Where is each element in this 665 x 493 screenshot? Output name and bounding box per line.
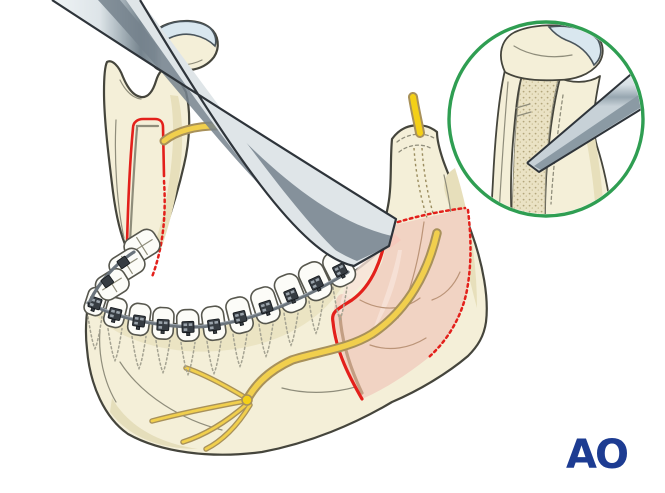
osteotomy-cut-lines <box>330 206 472 401</box>
tooth-root <box>180 341 196 377</box>
bracket-slot <box>183 328 188 331</box>
osteotomy-dotted-top <box>390 206 467 226</box>
bracket-hook <box>265 311 271 317</box>
bracket-slot <box>134 321 139 325</box>
bracket-base <box>232 310 248 324</box>
bracket-hook <box>135 325 141 331</box>
bracket-slot <box>158 321 163 324</box>
osteotomy-line-medial <box>125 117 166 279</box>
bracket-hook <box>239 321 245 327</box>
braces-bracket <box>232 310 248 327</box>
bracket-base <box>181 320 195 334</box>
mental-nerve-branches <box>149 365 253 452</box>
detail-inset <box>447 20 645 218</box>
braces-bracket <box>308 275 324 292</box>
braces-bracket <box>107 307 123 324</box>
bracket-hook <box>110 318 116 324</box>
bracket-slot <box>109 314 114 318</box>
bracket-slot <box>262 308 267 312</box>
tooth-root <box>232 333 248 368</box>
inset-green-border <box>447 20 645 218</box>
bracket-slot <box>290 290 295 294</box>
bracket-slot <box>89 302 94 307</box>
bracket-hook <box>291 298 297 305</box>
braces-bracket <box>283 287 299 305</box>
braces-bracket <box>132 314 146 331</box>
bracket-hook <box>340 273 346 279</box>
bracket-slot <box>110 309 116 313</box>
bracket-hook <box>90 307 96 313</box>
inset-proximal-strip <box>490 69 523 214</box>
braces-bracket <box>332 262 348 279</box>
bracket-slot <box>260 303 265 308</box>
bracket-slot <box>234 313 239 318</box>
osteotome-blade <box>51 0 398 268</box>
nerve-stub-superior <box>408 92 425 138</box>
bracket-slot <box>336 271 342 276</box>
bracket-slot <box>158 325 163 329</box>
inset-osteotome <box>526 63 641 173</box>
tooth-root <box>258 323 274 358</box>
bracket-slot <box>209 321 214 325</box>
bracket-slot <box>134 316 139 320</box>
posterior-ramus <box>102 60 191 256</box>
bracket-slot <box>209 326 214 330</box>
bracket-slot <box>315 277 320 282</box>
bracket-slot <box>339 264 344 269</box>
bracket-base <box>132 314 146 328</box>
bracket-base <box>207 318 221 332</box>
bracket-slot <box>116 310 121 315</box>
bracket-slot <box>287 296 292 301</box>
bracket-hook <box>186 332 191 336</box>
bracket-slot <box>312 284 317 289</box>
inferior-alveolar-nerve <box>149 228 442 452</box>
bracket-slot <box>236 318 241 322</box>
bracket-slot <box>239 312 245 316</box>
bracket-slot <box>183 323 188 327</box>
bracket-base <box>107 307 123 321</box>
osteotomy-line-buccal <box>330 230 389 401</box>
bracket-slot <box>139 317 144 321</box>
tooth-root <box>308 300 324 335</box>
bracket-base <box>156 318 170 332</box>
tooth-root <box>87 315 103 351</box>
braces-bracket <box>207 318 221 335</box>
bracket-slot <box>285 291 290 296</box>
braces-bracket <box>181 320 195 336</box>
tooth-root <box>155 339 171 375</box>
braces-bracket <box>156 318 170 334</box>
bracket-slot <box>310 280 315 284</box>
blade-dark-band <box>98 0 392 261</box>
mental-foramen <box>241 394 253 406</box>
bracket-slot <box>214 320 219 324</box>
tooth-root <box>206 340 222 376</box>
bracket-hook <box>316 286 322 292</box>
cut-channel <box>338 314 364 395</box>
tooth-root <box>283 312 299 347</box>
tooth-root <box>107 327 123 363</box>
tooth-root <box>131 335 147 371</box>
bracket-hook <box>160 329 165 334</box>
bracket-hook <box>212 329 218 335</box>
bracket-slot <box>188 323 193 326</box>
bracket-slot <box>265 302 270 306</box>
blade-edge-highlight <box>126 0 354 266</box>
braces-bracket <box>258 299 274 317</box>
osteotomy-line-dotted-left <box>150 179 166 279</box>
occlusal-molars <box>88 228 161 303</box>
bracket-slot <box>163 321 168 325</box>
bracket-slot <box>334 267 339 272</box>
ao-logo: AO <box>566 432 627 478</box>
tooth-root <box>332 286 348 321</box>
bracket-slot <box>96 299 101 304</box>
osteotomy-dotted-right <box>427 208 472 359</box>
